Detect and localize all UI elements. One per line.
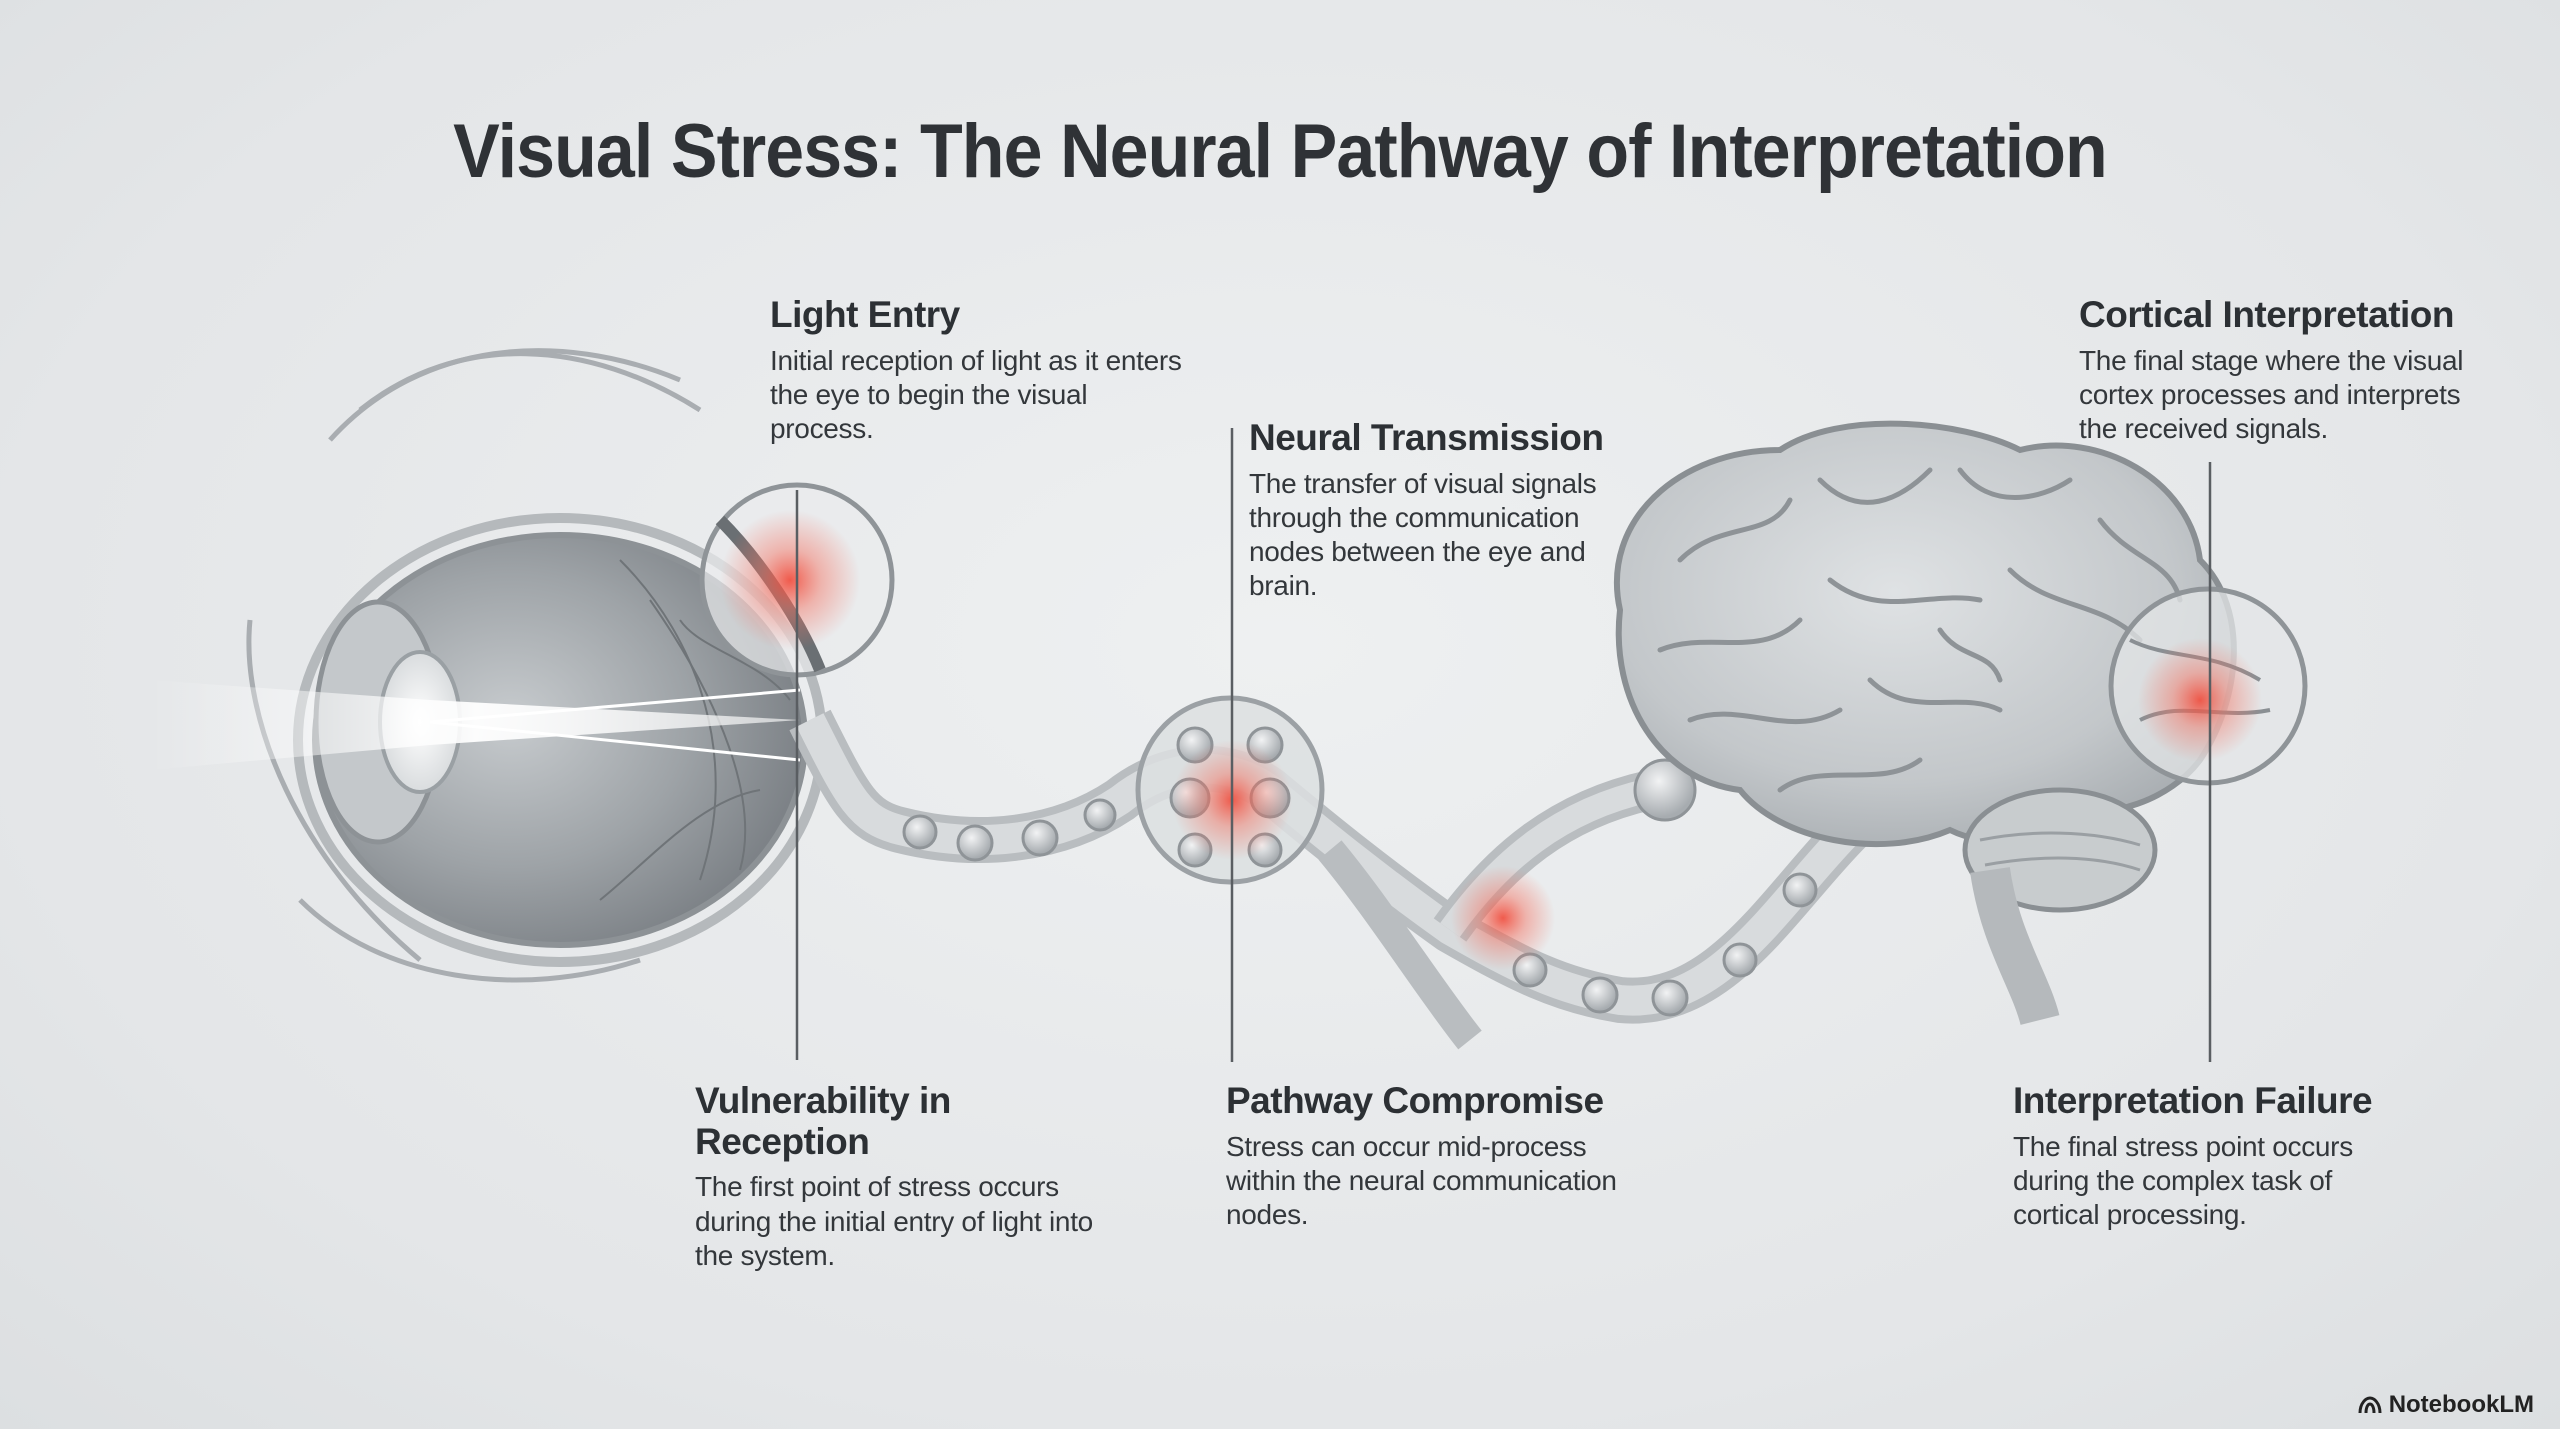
callout-heading: Pathway Compromise [1226,1080,1604,1121]
callout-neural-transmission: Neural Transmission The transfer of visu… [1249,417,1649,603]
callout-cortical-interpretation: Cortical Interpretation The final stage … [2079,294,2499,446]
callout-text: Stress can occur mid-process within the … [1226,1130,1617,1230]
notebooklm-brand: NotebookLM [2357,1391,2534,1419]
brain-illustration [1613,420,2237,1026]
callout-light-entry: Light Entry Initial reception of light a… [770,294,1190,446]
callout-heading: Cortical Interpretation [2079,294,2455,335]
eyelid-lines [246,348,702,983]
page-title: Visual Stress: The Neural Pathway of Int… [453,109,2108,194]
callout-text: The final stage where the visual cortex … [2079,344,2464,444]
callout-leader-lines [795,428,2212,1062]
callout-interpretation-failure: Interpretation Failure The final stress … [2013,1080,2413,1232]
callout-heading: Neural Transmission [1249,417,1604,458]
transmission-hub [1135,695,1325,885]
callout-heading: Interpretation Failure [2013,1080,2373,1121]
eye-illustration [150,513,827,967]
pathway-stress-point [1451,866,1555,970]
notebooklm-logo-icon [2358,1396,2382,1414]
callout-text: Initial reception of light as it enters … [770,344,1182,444]
callout-vulnerability-in-reception: Vulnerability in Reception The first poi… [695,1080,1095,1273]
callout-text: The final stress point occurs during the… [2013,1130,2353,1230]
brand-label: NotebookLM [2388,1391,2534,1418]
callout-text: The first point of stress occurs during … [695,1171,1093,1271]
callout-heading: Vulnerability in Reception [695,1080,951,1162]
callout-text: The transfer of visual signals through t… [1249,467,1597,602]
callout-pathway-compromise: Pathway Compromise Stress can occur mid-… [1226,1080,1626,1232]
cortex-stress-magnifier [2108,586,2308,786]
callout-heading: Light Entry [770,294,960,335]
